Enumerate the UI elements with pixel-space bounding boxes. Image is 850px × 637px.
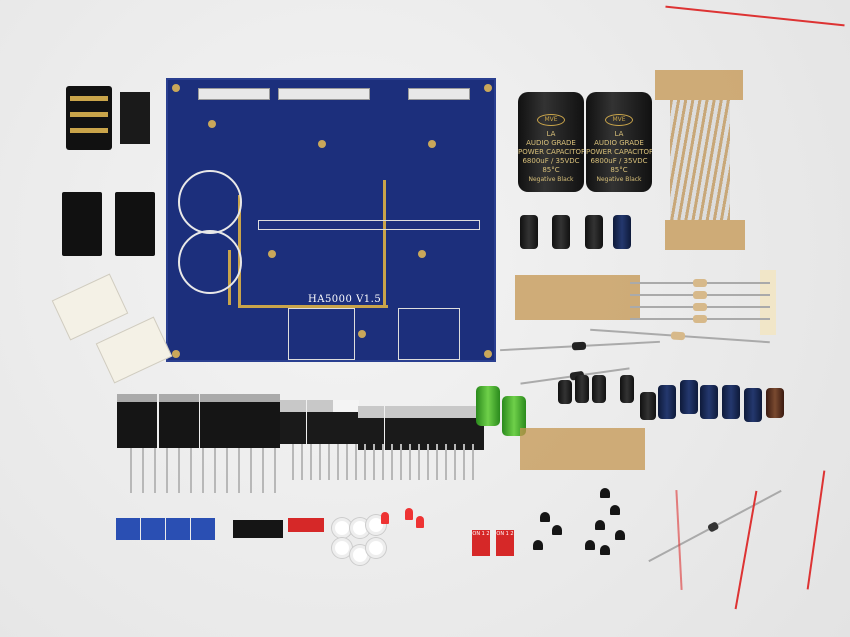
trimmer-potentiometer [116, 518, 140, 540]
resistor-bundle [670, 100, 730, 220]
electrolytic-capacitor [680, 380, 698, 414]
small-transistor [552, 525, 562, 535]
capacitor-rating: 6800uF / 35VDC [590, 157, 648, 165]
capacitor-temp: 85°C [542, 166, 560, 174]
pcb-silkscreen [258, 220, 480, 230]
small-transistor [533, 540, 543, 550]
power-capacitor: MVE LA AUDIO GRADE POWER CAPACITOR 6800u… [518, 92, 584, 192]
electrolytic-capacitor [613, 215, 631, 249]
resistor [630, 279, 770, 287]
pcb-silkscreen [198, 88, 270, 100]
pcb-silkscreen [278, 88, 370, 100]
small-transistor [615, 530, 625, 540]
capacitor-text: POWER CAPACITOR [518, 148, 584, 156]
electrolytic-capacitor [575, 375, 589, 403]
led [416, 516, 424, 528]
capacitor-text: AUDIO GRADE [594, 139, 644, 147]
small-transistor [600, 488, 610, 498]
heatsink [62, 192, 102, 256]
electrolytic-capacitor [722, 385, 740, 419]
resistor-tape [655, 70, 743, 100]
capacitor-sleeve: Negative Black [528, 176, 574, 183]
capacitor-footprint [178, 170, 242, 234]
electrolytic-capacitor [552, 215, 570, 249]
relay [120, 92, 150, 144]
electrolytic-capacitor [744, 388, 762, 422]
transistor-legs [285, 444, 480, 480]
capacitor-temp: 85°C [610, 166, 628, 174]
capacitor-text: POWER CAPACITOR [586, 148, 652, 156]
heatsink [115, 192, 155, 256]
power-transistor [200, 394, 240, 448]
led [381, 512, 389, 524]
pcb-trace [383, 180, 386, 305]
electrolytic-capacitor [640, 392, 656, 420]
transistor-legs [120, 448, 280, 493]
component-tape [515, 275, 640, 320]
pcb-board: HA5000 V1.5 [166, 78, 496, 362]
power-transistor [159, 394, 199, 448]
electrolytic-capacitor [585, 215, 603, 249]
relay-footprint [288, 308, 355, 360]
electrolytic-capacitor [558, 380, 572, 404]
transistor [333, 400, 359, 444]
relay-footprint [398, 308, 460, 360]
transistor [307, 400, 333, 444]
electrolytic-capacitor [592, 375, 606, 403]
dip-switch: ON 1 2 [472, 530, 490, 556]
electrolytic-capacitor [520, 215, 538, 249]
trimmer-potentiometer [166, 518, 190, 540]
component-tape [760, 270, 776, 335]
pcb-trace [238, 305, 388, 308]
led [405, 508, 413, 520]
resistor [630, 315, 770, 323]
small-transistor [585, 540, 595, 550]
headphone-jack [66, 86, 112, 150]
trimmer-potentiometer [141, 518, 165, 540]
capacitor-text: AUDIO GRADE [526, 139, 576, 147]
capacitor-series: LA [546, 130, 556, 138]
power-capacitor: MVE LA AUDIO GRADE POWER CAPACITOR 6800u… [586, 92, 652, 192]
capacitor-logo: MVE [605, 114, 633, 126]
capacitor-sleeve: Negative Black [596, 176, 642, 183]
electrolytic-capacitor [658, 385, 676, 419]
capacitor-rating: 6800uF / 35VDC [522, 157, 580, 165]
capacitor-footprint [178, 230, 242, 294]
resistor [630, 303, 770, 311]
washer [332, 518, 352, 538]
pcb-title: HA5000 V1.5 [308, 294, 382, 305]
small-transistor [600, 545, 610, 555]
component-tape [520, 428, 645, 470]
capacitor-series: LA [614, 130, 624, 138]
jumper-block [288, 518, 324, 532]
washer [366, 538, 386, 558]
small-transistor [610, 505, 620, 515]
transistor [280, 400, 306, 444]
resistor-tape [665, 220, 745, 250]
electrolytic-capacitor [700, 385, 718, 419]
resistor [630, 291, 770, 299]
washer [332, 538, 352, 558]
power-transistor [240, 394, 280, 448]
electrolytic-capacitor [620, 375, 634, 403]
green-capacitor [476, 386, 500, 426]
trimmer-potentiometer [191, 518, 215, 540]
small-transistor [540, 512, 550, 522]
power-transistor [117, 394, 157, 448]
dip-switch: ON 1 2 [496, 530, 514, 556]
capacitor-logo: MVE [537, 114, 565, 126]
ic-chip [233, 520, 283, 538]
pcb-silkscreen [408, 88, 470, 100]
electrolytic-capacitor [766, 388, 784, 418]
small-transistor [595, 520, 605, 530]
